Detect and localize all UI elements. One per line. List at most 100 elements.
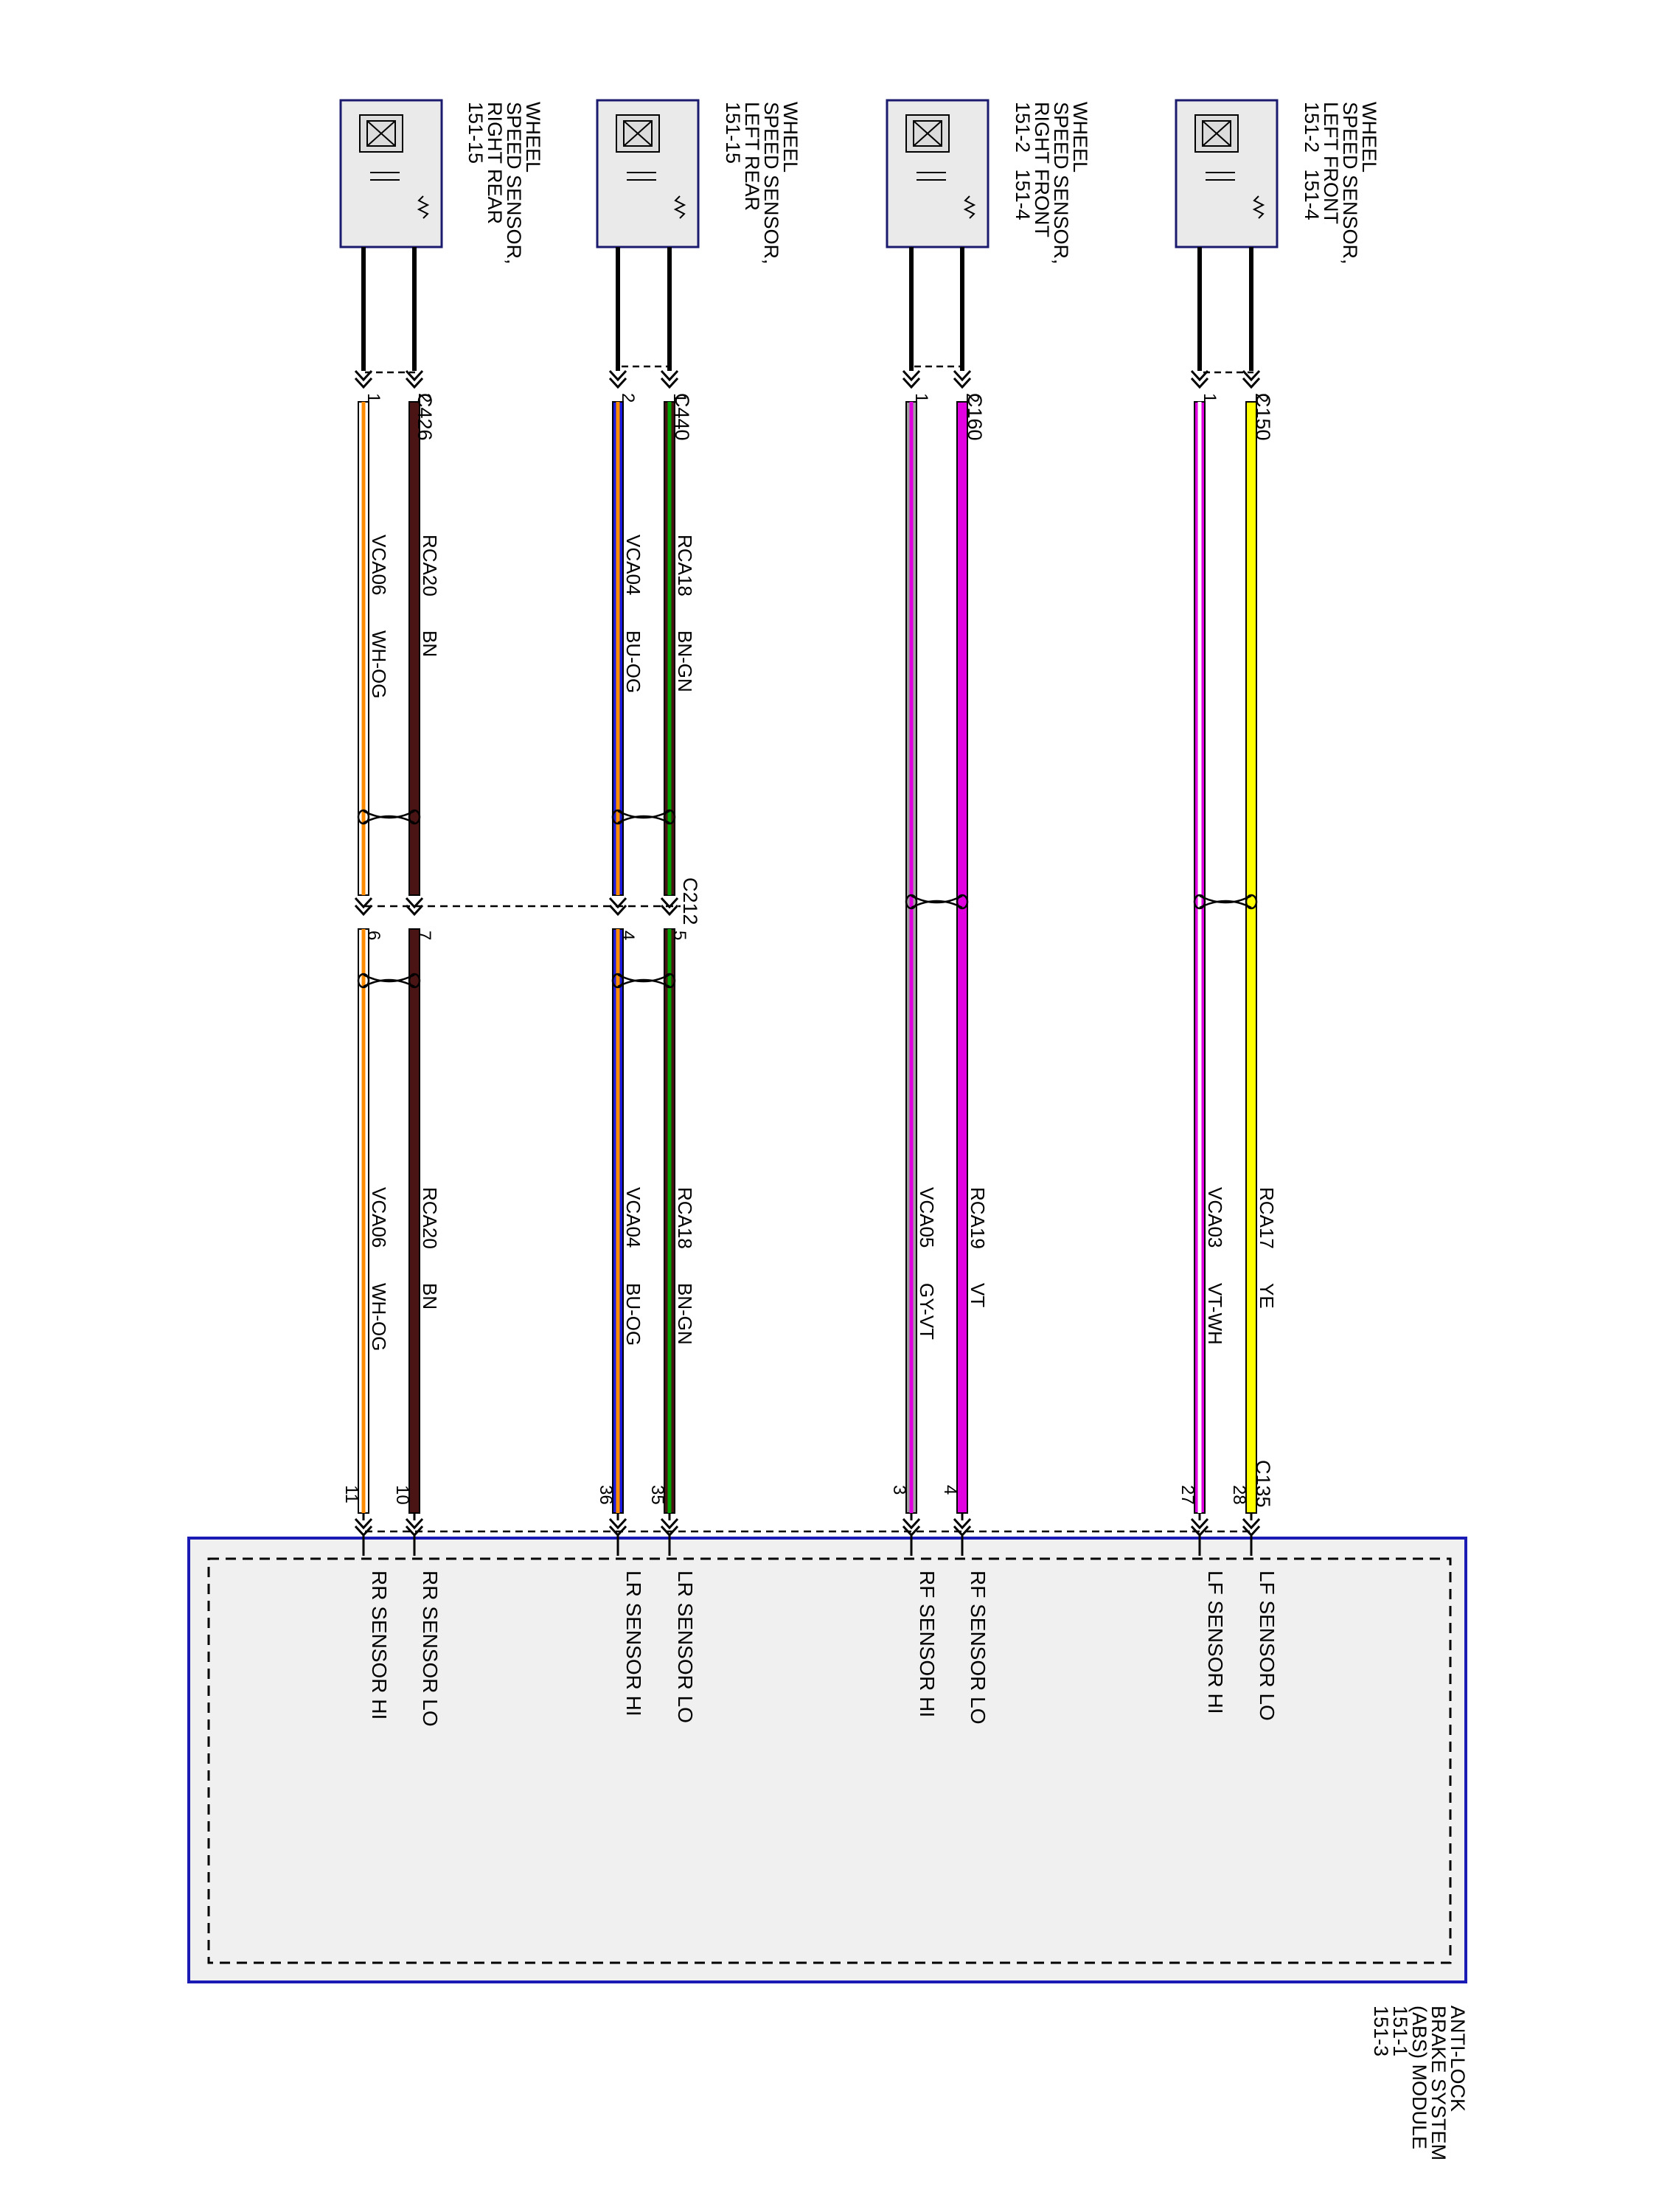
twist-curve-2 bbox=[363, 815, 415, 824]
twist-end-b bbox=[611, 809, 625, 825]
rf-lo-wire-sensor-terminal-inner bbox=[953, 377, 972, 389]
sensor-lr-label-2: SPEED SENSOR, bbox=[760, 102, 782, 265]
lr-hi-wire-inline-terminal bbox=[608, 897, 627, 909]
rr-hi-wire-module-terminal bbox=[354, 1517, 373, 1530]
abs-module-inner-outline bbox=[207, 1557, 1452, 1964]
sensor-lr-label-1: WHEEL bbox=[779, 102, 801, 173]
rf-lo-wire-module-terminal bbox=[953, 1517, 972, 1530]
sensor-lr[interactable] bbox=[596, 99, 700, 248]
rr-lo-wire-sensor-pin: 2 bbox=[414, 393, 434, 403]
rf-hi-wire-color-label-2: GY-VT bbox=[916, 1283, 938, 1340]
sensor-rf-label-3: RIGHT FRONT bbox=[1031, 102, 1053, 237]
twist-curve-1 bbox=[1199, 894, 1252, 904]
twisted-pair-marker-0-0 bbox=[1193, 894, 1258, 910]
lf-hi-wire-color-label-2: VT-WH bbox=[1204, 1283, 1226, 1345]
lf-hi-wire-seg-stripe bbox=[1197, 402, 1202, 1513]
sensor-rf-label-4: 151-2 151-4 bbox=[1012, 102, 1034, 220]
lr-hi-wire-inline-terminal-inner bbox=[608, 904, 627, 917]
sensor-lf-label-3: LEFT FRONT bbox=[1320, 102, 1342, 224]
sensor-rf-x2 bbox=[913, 120, 942, 147]
rr-hi-wire-inline-terminal bbox=[354, 897, 373, 909]
rr-hi-wire-seg1-stripe bbox=[361, 402, 366, 895]
twist-end-b bbox=[357, 809, 370, 825]
sensor-rr[interactable] bbox=[339, 99, 443, 248]
lr-lo-wire-color-label-2: BN-GN bbox=[674, 1283, 696, 1345]
sensor-rr-x2 bbox=[366, 120, 396, 147]
rr-hi-wire-sensor-terminal bbox=[354, 369, 373, 382]
rf-hi-wire-module-pin: 3 bbox=[889, 1485, 909, 1495]
rr-lo-wire-color-label-1: BN bbox=[419, 630, 441, 657]
lf-lo-wire-sensor-terminal bbox=[1242, 369, 1261, 382]
rf-hi-wire-sensor-terminal bbox=[902, 369, 921, 382]
lf-lo-wire-module-terminal bbox=[1242, 1517, 1261, 1530]
twist-end-b bbox=[905, 894, 918, 910]
rr-lo-wire-seg1-body bbox=[408, 401, 420, 896]
rr-lo-wire-seg2-body bbox=[408, 928, 420, 1514]
rr-hi-wire-color-label-1: WH-OG bbox=[368, 630, 390, 698]
rf-hi-wire-sensor-terminal-inner bbox=[902, 377, 921, 389]
lr-lo-wire-module-terminal-inner bbox=[660, 1525, 679, 1537]
rr-lo-wire-module-pin: 10 bbox=[392, 1485, 412, 1505]
twist-end-b bbox=[1193, 894, 1206, 910]
sensor-lf-x2 bbox=[1202, 120, 1231, 147]
lr-hi-wire-sensor-terminal bbox=[608, 369, 627, 382]
rr-hi-wire-module-terminal-inner bbox=[354, 1525, 373, 1537]
lf-hi-wire-module-terminal bbox=[1190, 1517, 1209, 1530]
lr-lo-wire-circuit-label-1: RCA18 bbox=[674, 535, 696, 597]
rr-hi-wire-sensor-pin: 1 bbox=[364, 393, 383, 403]
lf-hi-wire-sensor-pin: 1 bbox=[1200, 393, 1220, 403]
sensor-rf[interactable] bbox=[886, 99, 990, 248]
sensor-rr-label-2: SPEED SENSOR, bbox=[503, 102, 525, 265]
lr-hi-wire-sensor-terminal-inner bbox=[608, 377, 627, 389]
rf-lo-wire-seg-body bbox=[956, 401, 968, 1514]
lr-lo-wire-inline-terminal bbox=[660, 897, 679, 909]
sensor-lf[interactable] bbox=[1175, 99, 1279, 248]
lf-lo-wire-function-label: LF SENSOR LO bbox=[1256, 1571, 1279, 1721]
lr-hi-wire-sensor-pin: 2 bbox=[618, 393, 638, 403]
sensor-lr-coil bbox=[623, 120, 653, 147]
sensor-lr-label-3: LEFT REAR bbox=[741, 102, 763, 211]
connector-c160-label: C160 bbox=[964, 393, 986, 441]
lr-lo-wire-color-label-1: BN-GN bbox=[674, 630, 696, 692]
rr-lo-wire-function-label: RR SENSOR LO bbox=[419, 1571, 442, 1727]
lf-hi-wire-function-label: LF SENSOR HI bbox=[1204, 1571, 1227, 1714]
rr-lo-wire-sensor-terminal-inner bbox=[405, 377, 424, 389]
sensor-lf-coil bbox=[1202, 120, 1231, 147]
twist-curve-2 bbox=[363, 978, 415, 988]
lr-lo-wire-sensor-terminal-inner bbox=[660, 377, 679, 389]
abs-module-label-5: 151-3 bbox=[1370, 2006, 1392, 2056]
lf-hi-wire-sensor-terminal-inner bbox=[1190, 377, 1209, 389]
connector-c426-label: C426 bbox=[414, 393, 436, 441]
rf-hi-wire-circuit-label-2: VCA05 bbox=[916, 1187, 938, 1248]
twist-end-b bbox=[357, 973, 370, 989]
twist-end-a bbox=[956, 894, 969, 910]
abs-module-label-4: 151-1 bbox=[1389, 2006, 1411, 2056]
rr-hi-wire-function-label: RR SENSOR HI bbox=[368, 1571, 391, 1719]
abs-module-label-3: (ABS) MODULE bbox=[1408, 2006, 1430, 2149]
rr-hi-wire-sensor-terminal-inner bbox=[354, 377, 373, 389]
twisted-pair-marker-2-1 bbox=[611, 973, 676, 989]
twisted-pair-marker-3-0 bbox=[357, 809, 421, 825]
sensor-lr-x2 bbox=[623, 120, 653, 147]
lf-hi-wire-module-pin: 27 bbox=[1178, 1485, 1197, 1505]
rf-lo-wire-color-label-2: VT bbox=[967, 1283, 989, 1307]
connector-c212-label: C212 bbox=[679, 877, 701, 925]
lf-hi-wire-circuit-label-2: VCA03 bbox=[1204, 1187, 1226, 1248]
rr-lo-wire-module-terminal-inner bbox=[405, 1525, 424, 1537]
rr-lo-wire-sensor-terminal bbox=[405, 369, 424, 382]
rf-lo-wire-function-label: RF SENSOR LO bbox=[967, 1571, 990, 1724]
sensor-rr-label-4: 151-15 bbox=[465, 102, 487, 164]
abs-module-label-2: BRAKE SYSTEM bbox=[1427, 2006, 1450, 2160]
rr-hi-wire-module-pin: 11 bbox=[341, 1485, 361, 1503]
twist-end-a bbox=[408, 973, 421, 989]
rf-lo-wire-sensor-terminal bbox=[953, 369, 972, 382]
lr-hi-wire-circuit-label-1: VCA04 bbox=[622, 535, 644, 595]
rr-hi-wire-circuit-label-2: VCA06 bbox=[368, 1187, 390, 1248]
lr-hi-wire-module-pin: 36 bbox=[596, 1485, 616, 1505]
twist-end-b bbox=[611, 973, 625, 989]
lf-lo-wire-module-pin: 28 bbox=[1229, 1485, 1249, 1505]
abs-module-label-1: ANTI-LOCK bbox=[1447, 2006, 1469, 2112]
abs-module-box[interactable] bbox=[187, 1537, 1467, 1983]
twist-curve-2 bbox=[1199, 900, 1252, 909]
twisted-pair-marker-2-0 bbox=[611, 809, 676, 825]
